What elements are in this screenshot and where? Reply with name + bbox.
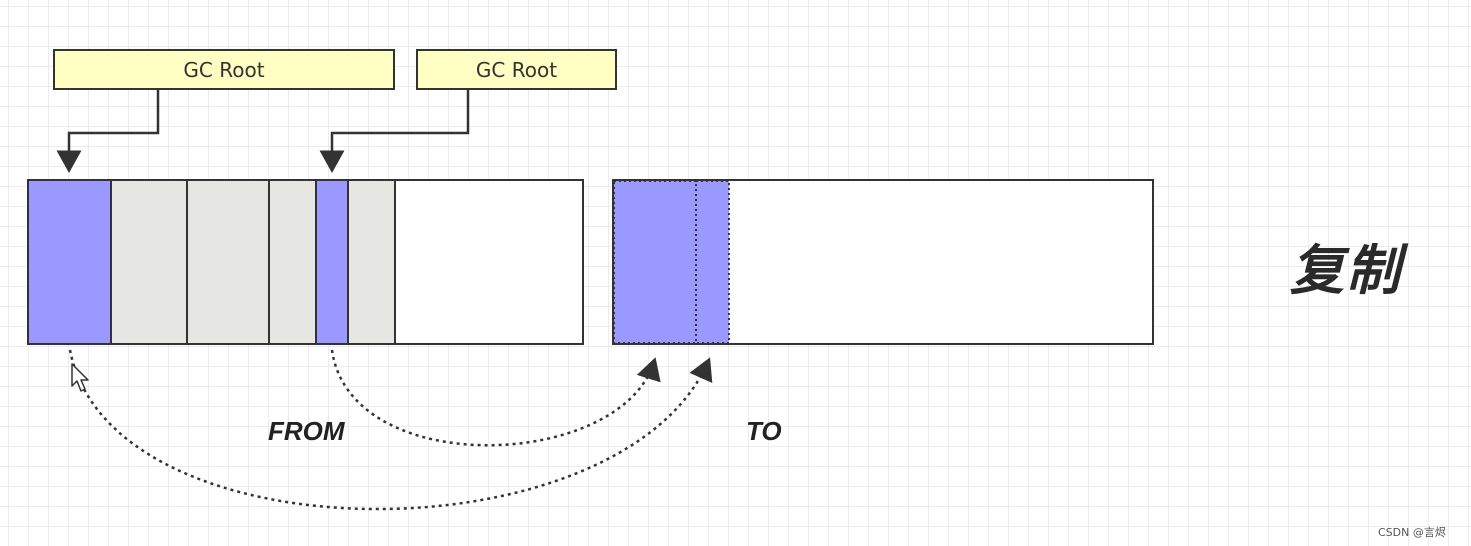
copy-arrow: [330, 349, 661, 447]
gc-root-label: GC Root: [475, 57, 558, 82]
from-space-label: FROM: [268, 416, 345, 446]
to-copied-object: [695, 180, 730, 344]
copy-action-label: 复制: [1290, 239, 1402, 302]
from-space: [27, 179, 584, 345]
gc-root-label: GC Root: [183, 57, 265, 82]
from-garbage-object: [110, 179, 188, 345]
gc-root-reference-arrow: [319, 90, 470, 173]
to-space: [612, 179, 1154, 345]
from-garbage-object: [186, 179, 270, 345]
from-garbage-object: [268, 179, 317, 345]
from-live-object: [27, 179, 112, 345]
gc-root-box: GC Root: [416, 49, 617, 90]
gc-root-reference-arrow: [56, 90, 160, 173]
watermark: CSDN @言烬: [1378, 526, 1446, 539]
from-garbage-object: [347, 179, 396, 345]
to-space-label: TO: [746, 416, 782, 446]
mouse-pointer-icon: [71, 363, 89, 392]
gc-root-box: GC Root: [53, 49, 395, 90]
to-copied-object: [613, 180, 697, 344]
from-live-object: [315, 179, 349, 345]
copy-arrow: [68, 349, 713, 511]
